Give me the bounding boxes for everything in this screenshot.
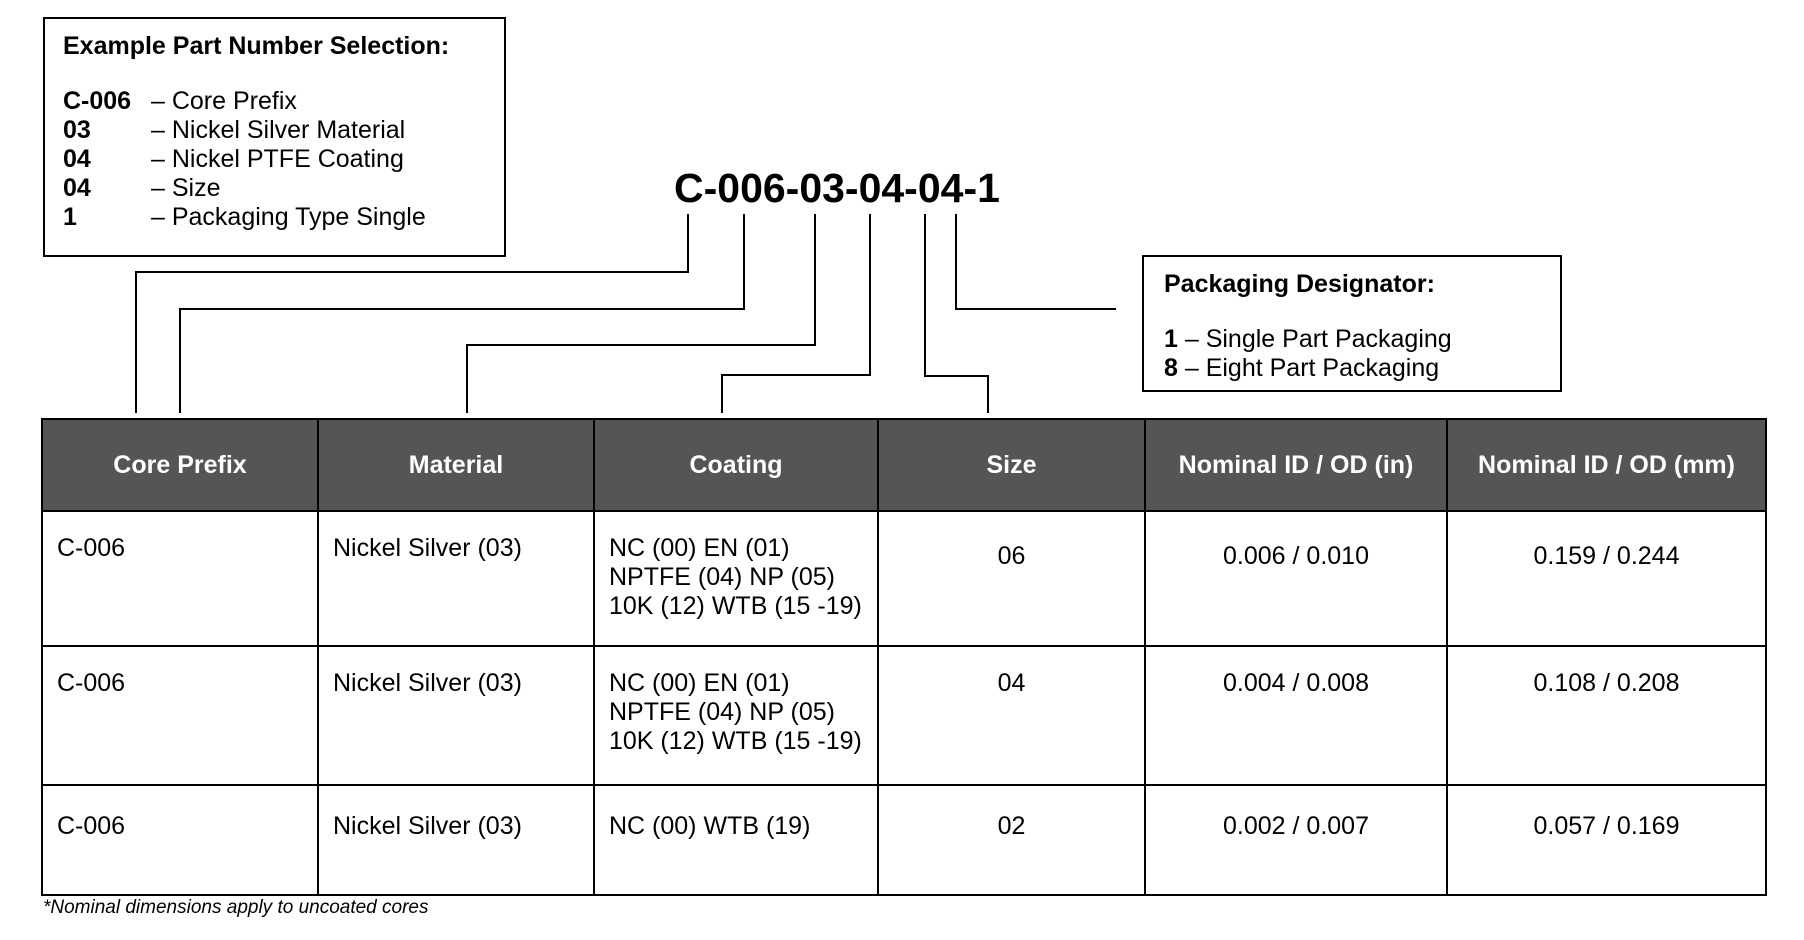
example-selection-box: Example Part Number Selection: C-006 – Co…: [43, 17, 506, 257]
example-item-desc: – Nickel Silver Material: [151, 116, 406, 144]
coating-line: NC (00) WTB (19): [609, 812, 811, 840]
example-item-code: 04: [63, 145, 91, 173]
example-item: C-006 – Core Prefix: [63, 87, 486, 116]
header-coating: Coating: [593, 418, 879, 512]
coating-line: 10K (12) WTB (15 -19): [609, 592, 862, 620]
example-item-code: 03: [63, 116, 91, 144]
header-nominal-mm: Nominal ID / OD (mm): [1446, 418, 1767, 512]
cell-nominal-mm: 0.057 / 0.169: [1446, 784, 1767, 896]
packaging-designator-box: Packaging Designator: 1 – Single Part Pa…: [1142, 255, 1562, 392]
cell-material: Nickel Silver (03): [317, 784, 595, 896]
cell-nominal-mm: 0.159 / 0.244: [1446, 510, 1767, 647]
example-part-number: C-006-03-04-04-1: [674, 165, 1000, 211]
coating-line: 10K (12) WTB (15 -19): [609, 727, 862, 755]
cell-material: Nickel Silver (03): [317, 510, 595, 647]
cell-nominal-mm: 0.108 / 0.208: [1446, 645, 1767, 786]
packaging-item-code: 1: [1164, 325, 1178, 353]
example-item-desc: – Size: [151, 174, 221, 202]
example-item: 04 – Nickel PTFE Coating: [63, 145, 486, 174]
example-item: 03 – Nickel Silver Material: [63, 116, 486, 145]
example-item-desc: – Nickel PTFE Coating: [151, 145, 404, 173]
example-item-code: C-006: [63, 87, 132, 115]
cell-coating: NC (00) WTB (19): [593, 784, 879, 896]
table-header-row: Core Prefix Material Coating Size Nomina…: [41, 418, 1767, 512]
table-row: C-006 Nickel Silver (03) NC (00) WTB (19…: [41, 784, 1767, 896]
header-size: Size: [877, 418, 1146, 512]
footnote: *Nominal dimensions apply to uncoated co…: [43, 897, 429, 918]
coating-line: NC (00) EN (01): [609, 669, 790, 697]
cell-coating: NC (00) EN (01) NPTFE (04) NP (05) 10K (…: [593, 645, 879, 786]
cell-core-prefix: C-006: [41, 645, 319, 786]
example-item-code: 1: [63, 203, 77, 231]
connector-size-2: [924, 214, 989, 413]
cell-size: 04: [877, 645, 1146, 786]
cell-size: 02: [877, 784, 1146, 896]
header-core-prefix: Core Prefix: [41, 418, 319, 512]
packaging-item-desc: – Single Part Packaging: [1177, 325, 1452, 353]
example-item-code: 04: [63, 174, 91, 202]
packaging-item-code: 8: [1164, 354, 1178, 382]
cell-coating: NC (00) EN (01) NPTFE (04) NP (05) 10K (…: [593, 510, 879, 647]
connector-packaging: [955, 214, 1116, 310]
coating-line: NPTFE (04) NP (05): [609, 563, 835, 591]
packaging-designator-list: 1 – Single Part Packaging 8 – Eight Part…: [1164, 325, 1540, 383]
packaging-item-desc: – Eight Part Packaging: [1177, 354, 1440, 382]
packaging-designator-title: Packaging Designator:: [1164, 270, 1435, 298]
packaging-item: 8 – Eight Part Packaging: [1164, 354, 1540, 383]
connector-size: [721, 214, 871, 413]
coating-line: NC (00) EN (01): [609, 534, 790, 562]
coating-line: NPTFE (04) NP (05): [609, 698, 835, 726]
example-item-desc: – Packaging Type Single: [151, 203, 426, 231]
part-spec-table: Core Prefix Material Coating Size Nomina…: [41, 418, 1767, 896]
cell-nominal-in: 0.004 / 0.008: [1144, 645, 1448, 786]
example-selection-list: C-006 – Core Prefix 03 – Nickel Silver Mat…: [63, 87, 486, 232]
connector-coating: [466, 214, 816, 413]
table-row: C-006 Nickel Silver (03) NC (00) EN (01)…: [41, 510, 1767, 647]
header-nominal-in: Nominal ID / OD (in): [1144, 418, 1448, 512]
cell-nominal-in: 0.002 / 0.007: [1144, 784, 1448, 896]
example-item: 04 – Size: [63, 174, 486, 203]
cell-core-prefix: C-006: [41, 784, 319, 896]
table-row: C-006 Nickel Silver (03) NC (00) EN (01)…: [41, 645, 1767, 786]
example-selection-title: Example Part Number Selection:: [63, 32, 450, 60]
packaging-item: 1 – Single Part Packaging: [1164, 325, 1540, 354]
example-item-desc: – Core Prefix: [151, 87, 297, 115]
cell-size: 06: [877, 510, 1146, 647]
example-item: 1 – Packaging Type Single: [63, 203, 486, 232]
cell-material: Nickel Silver (03): [317, 645, 595, 786]
cell-nominal-in: 0.006 / 0.010: [1144, 510, 1448, 647]
cell-core-prefix: C-006: [41, 510, 319, 647]
header-material: Material: [317, 418, 595, 512]
